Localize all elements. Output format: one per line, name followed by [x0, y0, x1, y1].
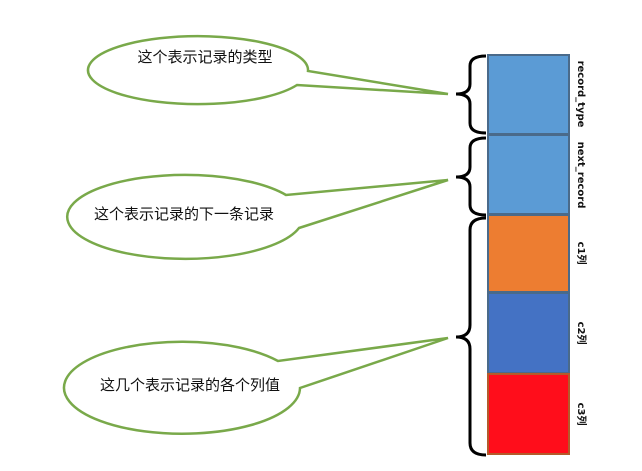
callout-record-type: 这个表示记录的类型 [86, 34, 449, 106]
field-c2 [487, 292, 570, 374]
brace-next-record [455, 136, 487, 217]
field-label-c2: c2列 [575, 322, 588, 345]
brace-record-type [455, 54, 487, 135]
callout-bubble [65, 173, 449, 261]
field-c3 [487, 373, 570, 455]
field-label-next-record: next_record [575, 142, 586, 209]
field-record-type [487, 54, 570, 135]
callout-text: 这个表示记录的类型 [137, 48, 272, 66]
record-fields [487, 54, 570, 455]
field-label-record-type: record_type [575, 61, 586, 128]
field-next-record [487, 134, 570, 215]
field-c1 [487, 214, 570, 293]
callout-next-record: 这个表示记录的下一条记录 [65, 173, 449, 261]
field-label-c1: c1列 [575, 242, 588, 265]
callout-column-values: 这几个表示记录的各个列值 [62, 336, 449, 435]
callout-bubble [86, 34, 449, 106]
field-label-c3: c3列 [575, 403, 588, 426]
callout-text: 这个表示记录的下一条记录 [94, 205, 274, 223]
callout-text: 这几个表示记录的各个列值 [100, 376, 280, 394]
callout-bubble [62, 336, 449, 435]
brace-column-values [455, 216, 487, 457]
